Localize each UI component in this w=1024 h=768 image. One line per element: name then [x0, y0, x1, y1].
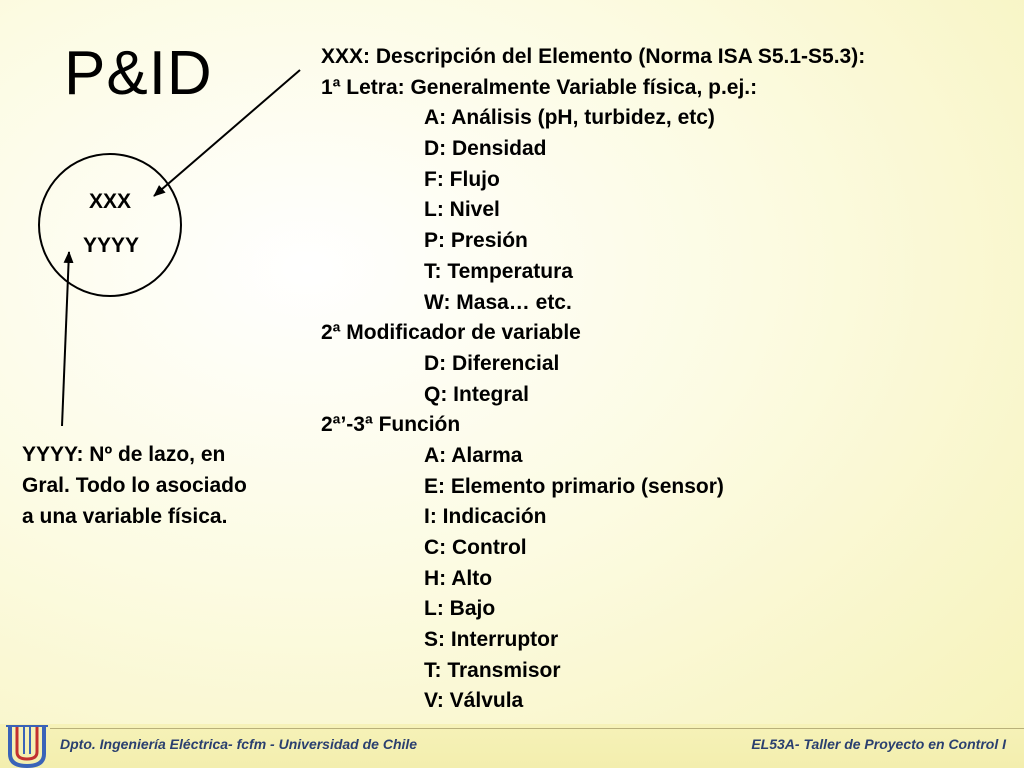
legend-item: A: Análisis (pH, turbidez, etc)	[424, 106, 715, 130]
legend-item: S: Interruptor	[424, 628, 559, 652]
legend-item: F: Flujo	[424, 167, 500, 191]
legend-item: L: Bajo	[424, 597, 496, 621]
legend-item: D: Densidad	[424, 137, 547, 161]
university-logo-icon	[6, 725, 48, 768]
legend-item: Q: Integral	[424, 382, 530, 406]
legend-item: E: Elemento primario (sensor)	[424, 474, 724, 498]
footer-course: EL53A- Taller de Proyecto en Control I	[751, 736, 1006, 752]
legend-item: W: Masa… etc.	[424, 290, 572, 314]
legend-heading: XXX: Descripción del Elemento (Norma ISA…	[321, 45, 866, 68]
slide-footer: Dpto. Ingeniería Eléctrica- fcfm - Unive…	[0, 724, 1024, 768]
legend-item: T: Temperatura	[424, 259, 573, 283]
instrument-bubble	[38, 153, 182, 297]
legend-item: I: Indicación	[424, 505, 547, 529]
pointer-arrow-to-loop	[61, 251, 74, 427]
slide-title: P&ID	[64, 39, 213, 108]
isa-legend: XXX: Descripción del Elemento (Norma ISA…	[321, 42, 1011, 717]
legend-item: L: Nivel	[424, 198, 500, 222]
legend-item: P: Presión	[424, 229, 528, 253]
note-line: YYYY: Nº de lazo, en	[22, 443, 226, 466]
footer-divider	[50, 728, 1024, 729]
legend-item: C: Control	[424, 536, 527, 559]
loop-number-note: YYYY: Nº de lazo, en Gral. Todo lo asoci…	[22, 440, 312, 532]
modifier-heading: 2ª Modificador de variable	[321, 321, 581, 345]
tag-loop-label: YYYY	[82, 234, 140, 257]
legend-item: D: Diferencial	[424, 351, 560, 375]
legend-item: A: Alarma	[424, 443, 523, 467]
legend-item: V: Válvula	[424, 689, 524, 713]
tag-code-label: XXX	[88, 190, 132, 213]
legend-item: T: Transmisor	[424, 658, 561, 682]
note-line: a una variable física.	[22, 504, 228, 528]
legend-item: H: Alto	[424, 566, 493, 590]
function-heading: 2ª’-3ª Función	[321, 413, 461, 437]
footer-department: Dpto. Ingeniería Eléctrica- fcfm - Unive…	[60, 736, 418, 752]
note-line: Gral. Todo lo asociado	[22, 473, 247, 497]
first-letter-heading: 1ª Letra: Generalmente Variable física, …	[321, 75, 758, 99]
